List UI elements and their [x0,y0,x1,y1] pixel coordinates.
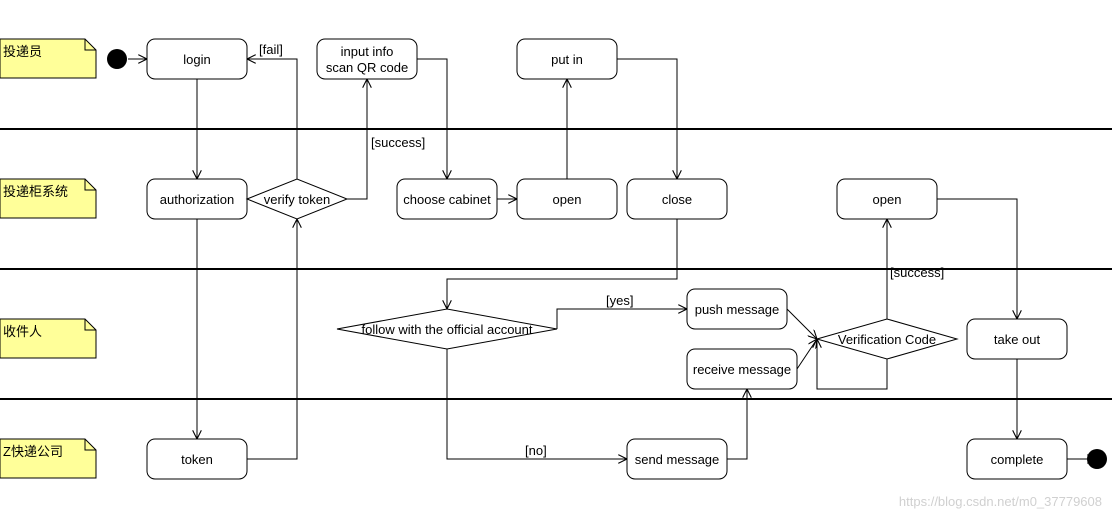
svg-text:push message: push message [695,302,780,317]
edge-receive-verify [796,339,817,370]
svg-text:receive message: receive message [693,362,791,377]
edge-verify-success-input [347,79,367,200]
edge-push-verify [786,308,817,339]
svg-text:投递员: 投递员 [3,44,42,59]
svg-text:login: login [183,52,210,67]
svg-text:close: close [662,192,692,207]
svg-text:follow with the official accou: follow with the official account [361,322,532,337]
action-push-message: push message [686,288,788,330]
edge-verify-loop [817,339,888,390]
final-node [1087,449,1107,469]
action-close-cabinet: close [626,178,728,220]
svg-text:complete: complete [991,452,1044,467]
svg-text:scan QR code: scan QR code [326,60,408,75]
edge-putin-close [617,58,677,179]
svg-text:send message: send message [635,452,720,467]
svg-text:收件人: 收件人 [3,324,42,339]
svg-text:put in: put in [551,52,583,67]
guard-no: [no] [525,443,547,458]
action-token: token [146,438,248,480]
guard-fail: [fail] [259,42,283,57]
edge-verify-fail-login [247,59,298,179]
edge-open-takeout [937,198,1017,319]
lane-label-locker-system: 投递柜系统 [0,178,97,219]
svg-text:Verification Code: Verification Code [838,332,936,347]
guard-success: [success] [371,135,425,150]
action-choose-cabinet: choose cabinet [396,178,498,220]
svg-text:authorization: authorization [160,192,234,207]
guard-yes: [yes] [606,293,633,308]
svg-text:open: open [873,192,902,207]
edge-send-receive [727,389,747,460]
action-put-in: put in [516,38,618,80]
svg-text:take out: take out [994,332,1041,347]
initial-node [107,49,127,69]
watermark: https://blog.csdn.net/m0_37779608 [899,494,1102,509]
action-send-message: send message [626,438,728,480]
lane-label-express-company: Z快递公司 [0,438,97,479]
svg-text:choose cabinet: choose cabinet [403,192,491,207]
edge-follow-yes-push [556,309,687,329]
lane-label-recipient: 收件人 [0,318,97,359]
guard-success: [success] [890,265,944,280]
action-open-cabinet: open [516,178,618,220]
svg-text:input info: input info [341,44,394,59]
action-complete: complete [966,438,1068,480]
action-login: login [146,38,248,80]
edge-close-follow [447,219,678,309]
svg-text:token: token [181,452,213,467]
decision-follow-official-account: follow with the official account [336,308,558,350]
lane-label-courier: 投递员 [0,38,97,79]
svg-text:open: open [553,192,582,207]
edge-token-verify [247,219,297,460]
action-input-info: input info scan QR code [316,38,418,80]
svg-text:Z快递公司: Z快递公司 [3,444,63,459]
action-open-pickup: open [836,178,938,220]
decision-verify-token: verify token [245,178,349,220]
action-receive-message: receive message [686,348,798,390]
action-take-out: take out [966,318,1068,360]
svg-text:verify token: verify token [264,192,330,207]
edges [128,59,1096,459]
edge-input-choose [417,58,447,179]
decision-verification-code: Verification Code [815,318,959,360]
edge-follow-no-send [446,349,627,459]
svg-text:投递柜系统: 投递柜系统 [3,184,68,199]
action-authorization: authorization [146,178,248,220]
